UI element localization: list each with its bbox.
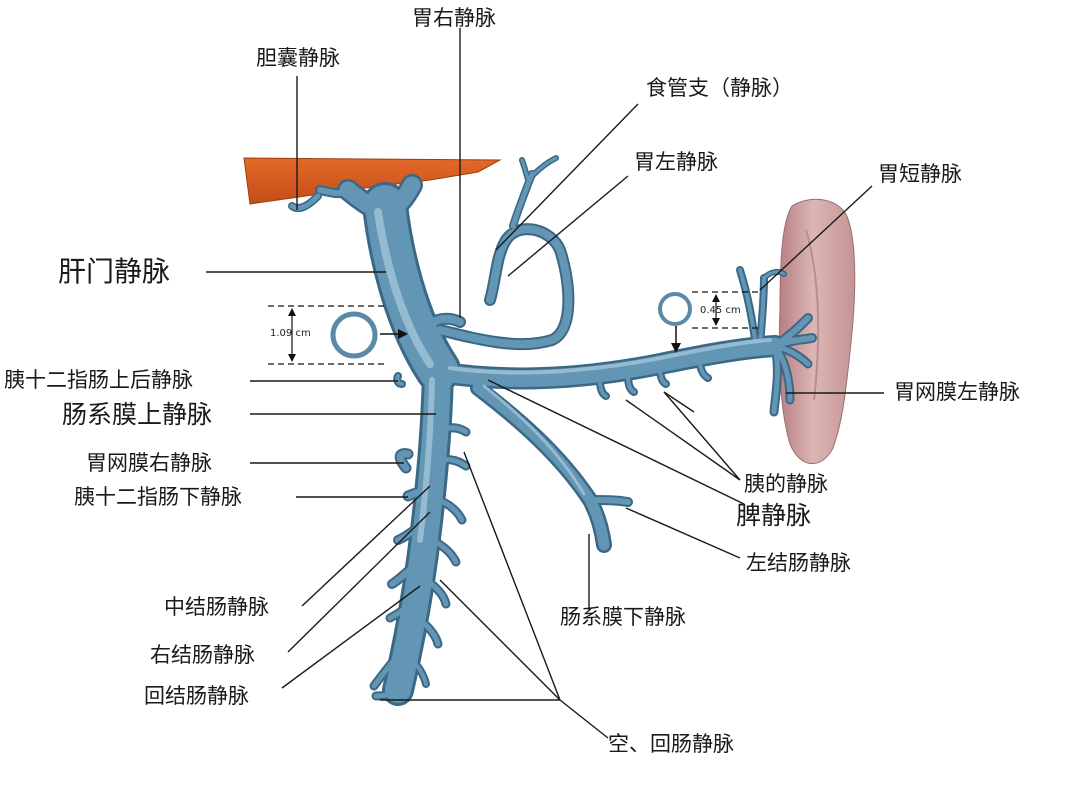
label-right-gastroepiploic-vein: 胃网膜右静脉 (86, 451, 212, 475)
label-right-colic-vein: 右结肠静脉 (150, 643, 255, 667)
label-left-gastric-vein: 胃左静脉 (634, 150, 718, 174)
label-right-gastric-vein: 胃右静脉 (412, 6, 496, 30)
portal-diameter-measurement (268, 305, 408, 365)
label-posterior-superior-pancreaticoduodenal-vein: 胰十二指肠上后静脉 (4, 368, 193, 392)
label-middle-colic-vein: 中结肠静脉 (164, 595, 269, 619)
spleen-shading (805, 229, 820, 401)
splenic-diameter-value: 0.45 cm (700, 305, 741, 316)
label-left-gastroepiploic-vein: 胃网膜左静脉 (894, 380, 1020, 404)
label-pancreatic-veins: 胰的静脉 (744, 472, 828, 496)
label-short-gastric-vein: 胃短静脉 (878, 162, 962, 186)
label-cystic-vein: 胆囊静脉 (256, 46, 340, 70)
label-jejunal-ileal-veins: 空、回肠静脉 (608, 732, 734, 756)
label-splenic-vein: 脾静脉 (736, 501, 812, 530)
label-inferior-pancreaticoduodenal-vein: 胰十二指肠下静脉 (74, 485, 242, 509)
label-hepatic-portal-vein: 肝门静脉 (58, 255, 171, 288)
leader-lines (206, 28, 884, 739)
label-superior-mesenteric-vein: 肠系膜上静脉 (62, 400, 213, 429)
portal-diameter-value: 1.09 cm (270, 328, 311, 339)
vein-network (288, 155, 817, 706)
label-ileocolic-vein: 回结肠静脉 (144, 684, 249, 708)
label-left-colic-vein: 左结肠静脉 (746, 551, 851, 575)
spleen (778, 198, 856, 465)
label-esophageal-branch: 食管支（静脉） (646, 76, 793, 100)
label-inferior-mesenteric-vein: 肠系膜下静脉 (560, 605, 686, 629)
splenic-diameter-measurement (658, 291, 760, 353)
